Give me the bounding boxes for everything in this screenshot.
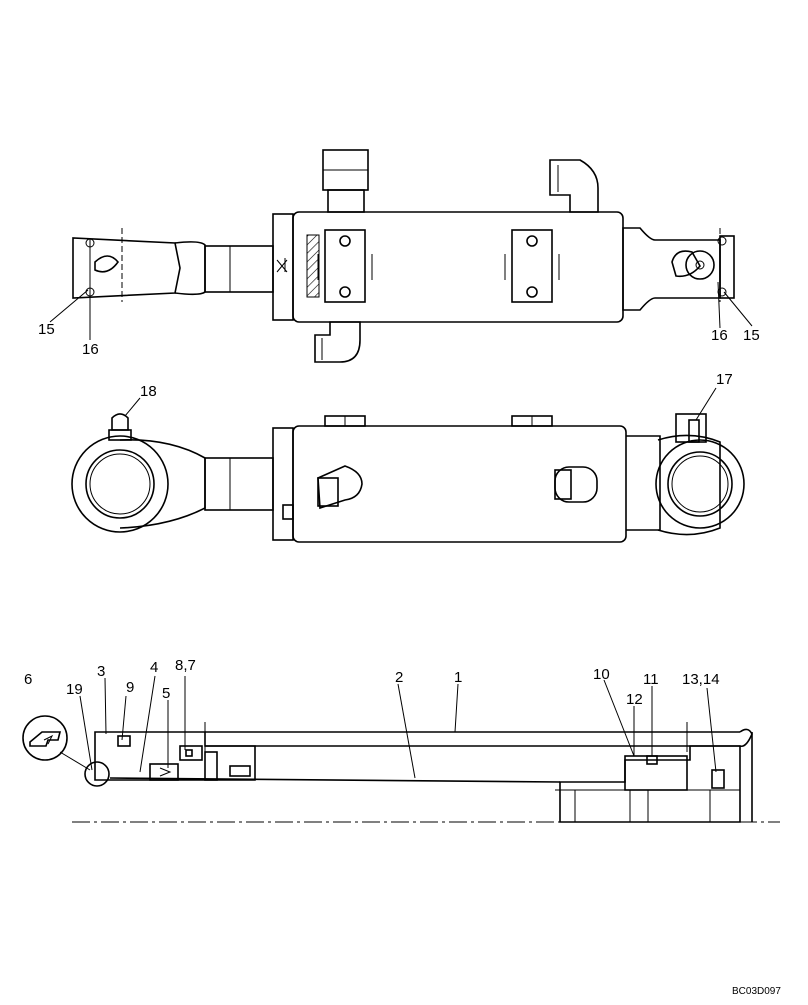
callout-13-14: 13,14: [682, 671, 720, 688]
callout-16-right: 16: [711, 327, 728, 344]
top-view: [49, 149, 753, 363]
callout-8-7: 8,7: [175, 657, 196, 674]
callout-16-left: 16: [82, 341, 99, 358]
callout-9: 9: [126, 679, 134, 696]
callout-5: 5: [162, 685, 170, 702]
callout-19: 19: [66, 681, 83, 698]
callout-3: 3: [97, 663, 105, 680]
callout-18: 18: [140, 383, 157, 400]
callout-4: 4: [150, 659, 158, 676]
callout-12: 12: [626, 691, 643, 708]
side-view: [71, 387, 745, 543]
callout-15-left: 15: [38, 321, 55, 338]
callout-15-right: 15: [743, 327, 760, 344]
figure-code: BC03D097: [732, 986, 781, 997]
callout-11: 11: [643, 671, 659, 688]
callout-1: 1: [454, 669, 462, 686]
callout-6: 6: [24, 671, 32, 688]
callout-10: 10: [593, 666, 610, 683]
section-view: [22, 675, 780, 823]
callout-2: 2: [395, 669, 403, 686]
callout-17: 17: [716, 371, 733, 388]
